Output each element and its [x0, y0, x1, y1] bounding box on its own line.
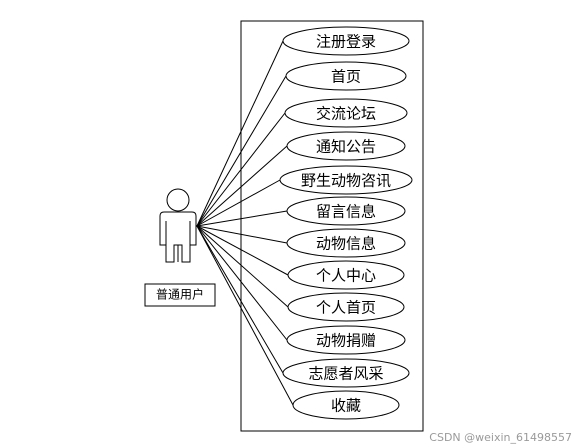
use-case-personal-home: 个人首页 — [287, 292, 405, 322]
use-case-animal-donation: 动物捐赠 — [286, 325, 406, 355]
system-boundary — [240, 20, 424, 432]
use-case-label-animal-donation: 动物捐赠 — [316, 332, 376, 350]
use-case-ellipse-register-login — [282, 26, 410, 56]
association-line-personal-home — [196, 225, 289, 308]
use-case-ellipse-home — [285, 61, 407, 91]
association-line-favorites — [196, 225, 294, 406]
use-case-ellipse-forum — [284, 98, 408, 128]
use-case-label-home: 首页 — [331, 68, 361, 86]
association-line-forum — [196, 112, 286, 227]
use-case-ellipse-personal-home — [287, 292, 405, 322]
use-case-wild-animal-news: 野生动物咨讯 — [279, 165, 413, 195]
use-case-personal-center: 个人中心 — [287, 260, 405, 290]
use-case-group: 注册登录首页交流论坛通知公告野生动物咨讯留言信息动物信息个人中心个人首页动物捐赠… — [279, 26, 413, 420]
use-case-notice: 通知公告 — [286, 131, 406, 161]
use-case-ellipse-personal-center — [287, 260, 405, 290]
actor-head — [166, 188, 190, 212]
use-case-messages: 留言信息 — [286, 196, 406, 226]
use-case-register-login: 注册登录 — [282, 26, 410, 56]
association-line-wild-animal-news — [196, 179, 281, 227]
actor-label: 普通用户 — [156, 287, 204, 302]
association-line-notice — [196, 145, 288, 227]
actor-label-box — [144, 283, 216, 307]
watermark-text: CSDN @weixin_61498557 — [429, 431, 572, 444]
association-line-messages — [196, 210, 288, 227]
use-case-label-forum: 交流论坛 — [316, 105, 376, 123]
use-case-ellipse-messages — [286, 196, 406, 226]
use-case-favorites: 收藏 — [292, 390, 400, 420]
use-case-ellipse-favorites — [292, 390, 400, 420]
actor-body — [159, 211, 197, 263]
association-line-register-login — [196, 40, 284, 227]
use-case-volunteer-showcase: 志愿者风采 — [282, 358, 410, 388]
actor-figure — [159, 188, 197, 263]
use-case-ellipse-notice — [286, 131, 406, 161]
use-case-ellipse-wild-animal-news — [279, 165, 413, 195]
use-case-label-favorites: 收藏 — [331, 397, 361, 415]
use-case-label-personal-home: 个人首页 — [316, 299, 376, 317]
use-case-ellipse-volunteer-showcase — [282, 358, 410, 388]
use-case-label-messages: 留言信息 — [316, 203, 376, 221]
use-case-label-personal-center: 个人中心 — [316, 267, 376, 285]
association-line-animal-donation — [196, 225, 288, 341]
use-case-label-volunteer-showcase: 志愿者风采 — [308, 365, 383, 383]
use-case-label-notice: 通知公告 — [316, 138, 376, 156]
use-case-home: 首页 — [285, 61, 407, 91]
use-case-label-wild-animal-news: 野生动物咨讯 — [301, 172, 391, 190]
association-line-volunteer-showcase — [196, 225, 284, 374]
association-line-home — [196, 75, 287, 227]
use-case-label-animal-info: 动物信息 — [316, 235, 376, 253]
use-case-label-register-login: 注册登录 — [316, 33, 376, 51]
use-case-animal-info: 动物信息 — [286, 228, 406, 258]
use-case-ellipse-animal-donation — [286, 325, 406, 355]
association-lines — [196, 40, 294, 406]
use-case-forum: 交流论坛 — [284, 98, 408, 128]
use-case-ellipse-animal-info — [286, 228, 406, 258]
association-line-animal-info — [196, 225, 288, 244]
association-line-personal-center — [196, 225, 289, 276]
